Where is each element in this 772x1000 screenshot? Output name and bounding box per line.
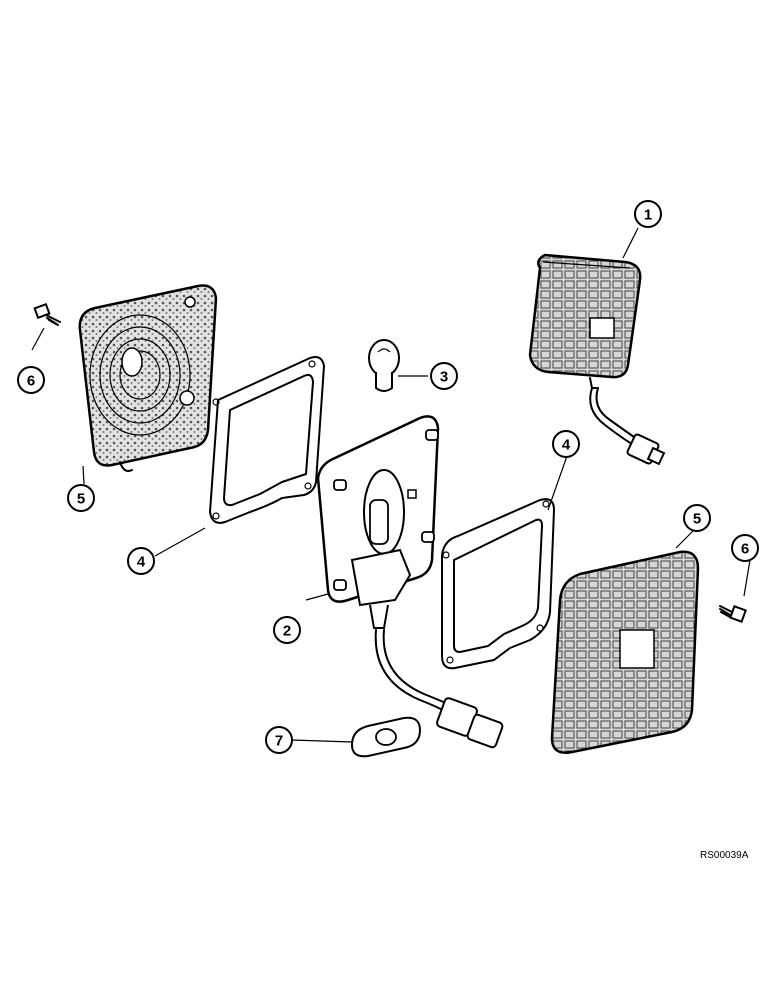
reference-code: RS00039A bbox=[700, 850, 749, 861]
seal-part-7 bbox=[350, 716, 422, 758]
svg-text:6: 6 bbox=[27, 373, 35, 390]
screw-part-6-left bbox=[33, 302, 61, 326]
leader-lines bbox=[31, 227, 751, 743]
svg-text:1: 1 bbox=[644, 207, 652, 224]
reflector-housing-part-5-left bbox=[78, 284, 218, 472]
svg-text:5: 5 bbox=[77, 491, 85, 508]
callout-7: 7 bbox=[265, 726, 293, 754]
callout-6-left: 6 bbox=[17, 366, 45, 394]
svg-text:6: 6 bbox=[741, 541, 749, 558]
base-plate-part-2 bbox=[316, 415, 504, 749]
callout-1: 1 bbox=[634, 200, 662, 228]
bulb-part-3 bbox=[368, 339, 400, 392]
callout-6-right: 6 bbox=[731, 534, 759, 562]
gasket-part-4-right bbox=[441, 498, 555, 670]
svg-text:2: 2 bbox=[283, 623, 291, 640]
svg-text:4: 4 bbox=[562, 437, 571, 454]
svg-text:7: 7 bbox=[275, 733, 283, 750]
screw-part-6-right bbox=[719, 605, 747, 623]
svg-text:5: 5 bbox=[693, 511, 701, 528]
callout-5-left: 5 bbox=[67, 484, 95, 512]
gasket-part-4-left bbox=[209, 356, 325, 524]
svg-text:3: 3 bbox=[440, 369, 448, 386]
svg-text:4: 4 bbox=[137, 554, 146, 571]
callout-4-right: 4 bbox=[552, 430, 580, 458]
lamp-assembly-part-1 bbox=[528, 253, 666, 466]
lens-part-5-right bbox=[550, 550, 700, 754]
callout-2: 2 bbox=[273, 616, 301, 644]
callout-5-right: 5 bbox=[683, 504, 711, 532]
callout-3: 3 bbox=[430, 362, 458, 390]
callout-4-left: 4 bbox=[127, 547, 155, 575]
